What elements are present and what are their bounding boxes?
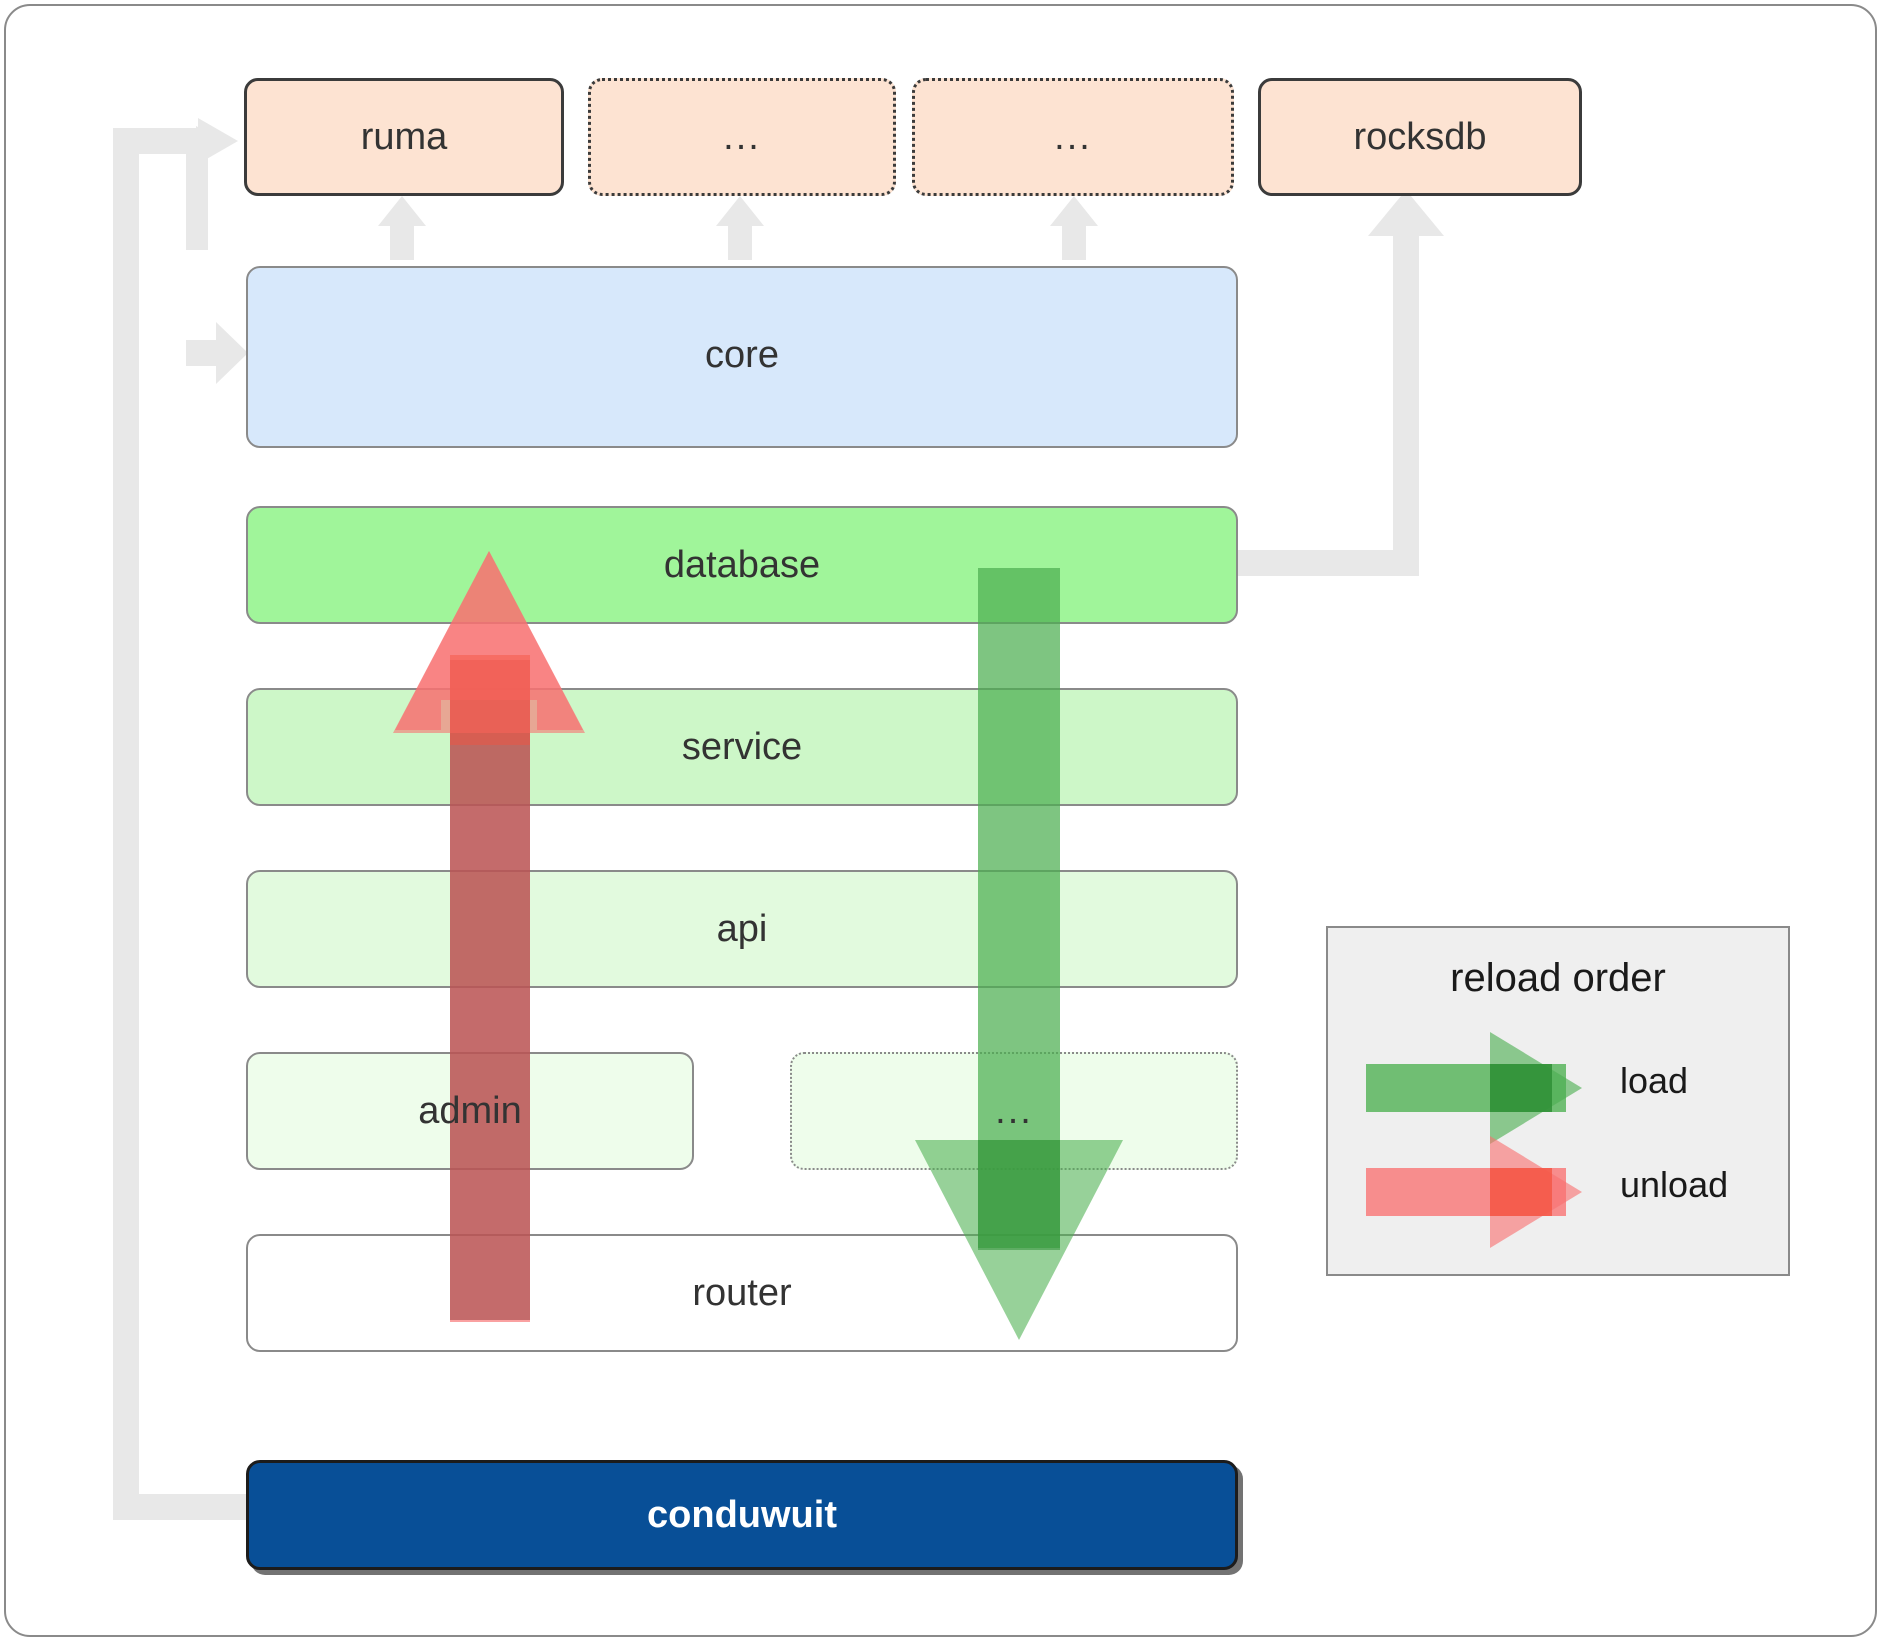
legend-item-unload-label: unload	[1620, 1164, 1729, 1205]
node-external-placeholder-1[interactable]: ...	[588, 78, 896, 196]
diagram-frame	[4, 4, 1877, 1637]
node-external-placeholder-2-label: ...	[1054, 115, 1092, 158]
node-ruma-label: ruma	[360, 115, 448, 158]
node-api[interactable]	[246, 870, 1238, 988]
legend-panel: reload order	[1326, 926, 1790, 1276]
node-database[interactable]	[246, 506, 1238, 624]
node-rocksdb[interactable]: rocksdb	[1258, 78, 1582, 196]
node-core[interactable]	[246, 266, 1238, 448]
node-router[interactable]	[246, 1234, 1238, 1352]
node-service[interactable]	[246, 688, 1238, 806]
node-conduwuit[interactable]: conduwuit	[246, 1460, 1238, 1570]
node-admin[interactable]	[246, 1052, 694, 1170]
node-crate-placeholder[interactable]	[790, 1052, 1238, 1170]
legend-title: reload order	[1450, 956, 1666, 1000]
legend-item-load-label: load	[1620, 1060, 1689, 1101]
node-ruma[interactable]: ruma	[244, 78, 564, 196]
node-external-placeholder-1-label: ...	[723, 115, 761, 158]
node-conduwuit-label: conduwuit	[647, 1493, 837, 1536]
node-rocksdb-label: rocksdb	[1353, 115, 1487, 158]
node-external-placeholder-2[interactable]: ...	[912, 78, 1234, 196]
